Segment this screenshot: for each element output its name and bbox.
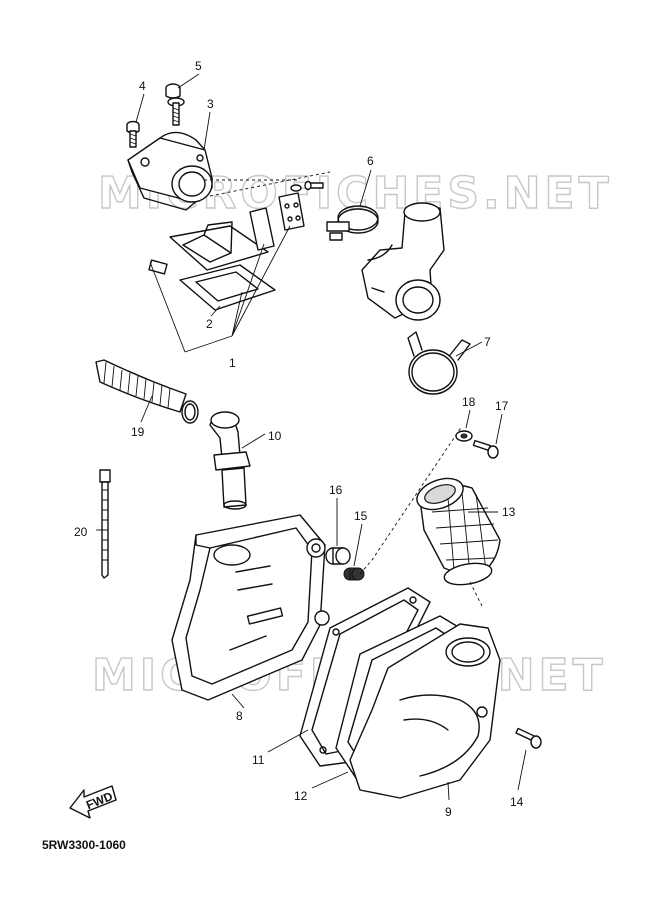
part-15-collar [343, 567, 365, 581]
small-bolt-washer [290, 180, 324, 192]
reed-valve-assembly [148, 192, 305, 311]
part-20-cable-tie [99, 469, 111, 579]
callout-4: 4 [139, 79, 146, 93]
part-3-joint [127, 131, 213, 211]
part-7-spring-clip [407, 331, 471, 395]
part-5-bolt-washer [165, 83, 185, 126]
part-4-bolt [126, 120, 140, 148]
callout-12: 12 [294, 789, 308, 803]
callout-13: 13 [502, 505, 516, 519]
callout-17: 17 [495, 399, 509, 413]
callout-18: 18 [462, 395, 476, 409]
carburetor [361, 202, 445, 321]
callout-19: 19 [131, 425, 145, 439]
callout-6: 6 [367, 154, 374, 168]
part-9-cover [349, 623, 501, 799]
diagram-code: 5RW3300-1060 [42, 838, 126, 852]
part-16-grommet [325, 547, 351, 565]
part-17-screw [472, 439, 499, 459]
part-8-case [171, 514, 330, 701]
fwd-label: FWD [84, 789, 115, 812]
callout-10: 10 [268, 429, 282, 443]
callout-5: 5 [195, 59, 202, 73]
part-14-screw [515, 727, 542, 749]
callout-3: 3 [207, 97, 214, 111]
part-18-washer [455, 430, 473, 442]
callout-9: 9 [445, 805, 452, 819]
part-13-joint-boot [416, 477, 501, 586]
callout-20: 20 [74, 525, 88, 539]
part-10-elbow [209, 411, 251, 510]
part-19-hose [95, 359, 199, 424]
callout-11: 11 [252, 753, 265, 767]
leader-lines [96, 73, 527, 801]
callout-2: 2 [206, 317, 213, 331]
callout-14: 14 [510, 795, 524, 809]
fwd-arrow: FWD [69, 785, 117, 819]
callout-7: 7 [484, 335, 491, 349]
assembly-lines [204, 171, 483, 607]
callout-15: 15 [354, 509, 368, 523]
callout-16: 16 [329, 483, 343, 497]
callout-8: 8 [236, 709, 243, 723]
part-6-clamp [326, 205, 379, 241]
callout-1: 1 [229, 356, 236, 370]
callouts: 4 5 3 6 7 2 1 10 19 20 16 15 13 17 18 8 … [74, 59, 524, 819]
